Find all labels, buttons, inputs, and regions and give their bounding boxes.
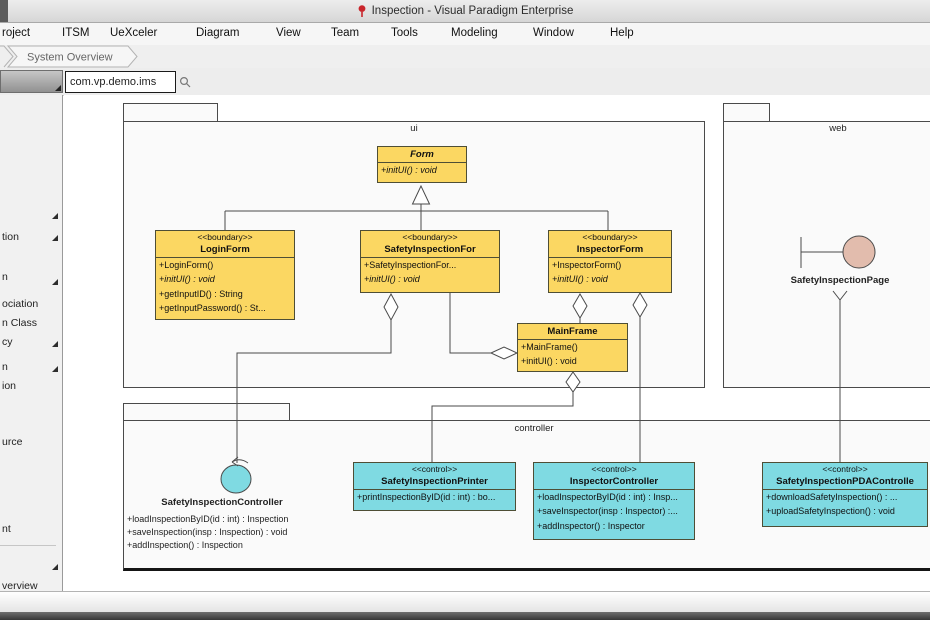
- class-stereotype: <<boundary>>: [582, 232, 638, 242]
- search-icon[interactable]: [179, 76, 192, 89]
- class-stereotype: <<control>>: [591, 464, 637, 474]
- class-stereotype: <<boundary>>: [197, 232, 253, 242]
- class-safetyinspectionform[interactable]: <<boundary>> SafetyInspectionFor +Safety…: [360, 230, 500, 293]
- tab-strip: com.vp.demo.ims: [0, 68, 930, 96]
- palette-item[interactable]: n: [2, 361, 8, 373]
- class-name: LoginForm: [200, 244, 250, 255]
- class-inspectorcontroller[interactable]: <<control>> InspectorController +loadIns…: [533, 462, 695, 540]
- palette-item[interactable]: cy: [2, 336, 13, 348]
- menu-item-window[interactable]: Window: [533, 27, 574, 39]
- class-name: InspectorController: [569, 476, 659, 487]
- class-loginform[interactable]: <<boundary>> LoginForm +LoginForm() +ini…: [155, 230, 295, 320]
- tool-palette: tion n ociation n Class cy n ion urce nt…: [0, 95, 63, 614]
- expand-triangle-icon: [52, 366, 58, 372]
- element-safetyinspectioncontroller-label[interactable]: SafetyInspectionController: [161, 497, 283, 508]
- class-member: +initUI() : void: [552, 274, 608, 285]
- menu-item-diagram[interactable]: Diagram: [196, 27, 240, 39]
- menu-item-help[interactable]: Help: [610, 27, 634, 39]
- expand-triangle-icon: [52, 235, 58, 241]
- class-member: +printInspectionByID(id : int) : bo...: [357, 492, 496, 502]
- class-member: +downloadSafetyInspection() : ...: [766, 492, 898, 502]
- element-operation: +loadInspectionByID(id : int) : Inspecti…: [127, 514, 289, 524]
- package-controller-label: controller: [514, 423, 554, 434]
- palette-item[interactable]: n Class: [2, 317, 38, 329]
- breadcrumb-bar: System Overview: [0, 45, 930, 68]
- class-member: +MainFrame(): [521, 342, 578, 352]
- class-member: +addInspector() : Inspector: [537, 520, 645, 531]
- class-name: Form: [410, 149, 434, 160]
- class-member: +uploadSafetyInspection() : void: [766, 506, 895, 517]
- palette-item[interactable]: tion: [2, 231, 19, 243]
- menu-bar: roject ITSM UeXceler Diagram View Team T…: [0, 23, 930, 45]
- palette-divider: [0, 545, 56, 546]
- class-name: SafetyInspectionFor: [384, 244, 476, 255]
- breadcrumb-item[interactable]: [6, 45, 138, 68]
- package-ui-tab[interactable]: [123, 103, 218, 122]
- class-member: +initUI() : void: [521, 356, 577, 367]
- class-member: +loadInspectorByID(id : int) : Insp...: [537, 492, 678, 502]
- menu-item-modeling[interactable]: Modeling: [451, 27, 498, 39]
- element-operation: +addInspection() : Inspection: [127, 540, 243, 550]
- element-operation: +saveInspection(insp : Inspection) : voi…: [127, 527, 288, 537]
- class-member: +initUI() : void: [159, 274, 215, 285]
- element-safetyinspectionpage-label[interactable]: SafetyInspectionPage: [790, 275, 890, 286]
- palette-item[interactable]: urce: [2, 436, 23, 448]
- class-member: +getInputID() : String: [159, 288, 243, 299]
- package-web-tab[interactable]: [723, 103, 770, 122]
- package-controller-tab[interactable]: [123, 403, 290, 421]
- menu-item-view[interactable]: View: [276, 27, 301, 39]
- class-member: +InspectorForm(): [552, 260, 622, 270]
- corner-fold-icon: [55, 85, 61, 91]
- package-web-label: web: [829, 123, 847, 134]
- class-member: +initUI() : void: [381, 165, 437, 175]
- window-title: Inspection - Visual Paradigm Enterprise: [371, 5, 574, 17]
- palette-item[interactable]: ociation: [2, 298, 39, 310]
- class-member: +initUI() : void: [364, 274, 420, 285]
- breadcrumb-label: System Overview: [27, 52, 113, 64]
- palette-item[interactable]: verview: [2, 580, 38, 592]
- title-bar: Inspection - Visual Paradigm Enterprise: [0, 0, 930, 23]
- class-stereotype: <<control>>: [411, 464, 458, 474]
- pin-icon: [358, 4, 366, 17]
- expand-triangle-icon: [52, 279, 58, 285]
- menu-item-team[interactable]: Team: [331, 27, 360, 39]
- document-tab[interactable]: com.vp.demo.ims: [65, 71, 176, 93]
- class-safetyinspectionpdacontroller[interactable]: <<control>> SafetyInspectionPDAControlle…: [762, 462, 928, 527]
- package-ui-label: ui: [410, 123, 418, 134]
- status-bar: [0, 591, 930, 613]
- expand-triangle-icon: [52, 341, 58, 347]
- breadcrumb-chevron: [0, 45, 14, 68]
- class-member: +LoginForm(): [159, 260, 214, 270]
- palette-item[interactable]: nt: [2, 523, 11, 535]
- class-stereotype: <<boundary>>: [402, 232, 458, 242]
- palette-item[interactable]: ion: [2, 380, 17, 392]
- class-mainframe[interactable]: MainFrame +MainFrame() +initUI() : void: [517, 323, 628, 372]
- class-form[interactable]: Form +initUI() : void: [377, 146, 467, 183]
- panel-corner-button[interactable]: [0, 70, 63, 93]
- menu-item-project[interactable]: roject: [2, 27, 31, 39]
- class-stereotype: <<control>>: [822, 464, 868, 474]
- window-edge: [0, 0, 8, 22]
- class-safetyinspectionprinter[interactable]: <<control>> SafetyInspectionPrinter +pri…: [353, 462, 516, 511]
- class-inspectorform[interactable]: <<boundary>> InspectorForm +InspectorFor…: [548, 230, 672, 293]
- bottom-band: [0, 612, 930, 620]
- class-member: +SafetyInspectionFor...: [364, 260, 457, 270]
- expand-triangle-icon: [52, 564, 58, 570]
- menu-item-tools[interactable]: Tools: [391, 27, 418, 39]
- class-member: +getInputPassword() : St...: [159, 303, 266, 314]
- document-tab-label: com.vp.demo.ims: [70, 76, 157, 88]
- menu-item-uexceler[interactable]: UeXceler: [110, 27, 158, 39]
- expand-triangle-icon: [52, 213, 58, 219]
- class-name: SafetyInspectionPDAControlle: [776, 476, 914, 487]
- class-member: +saveInspector(insp : Inspector) :...: [537, 506, 678, 517]
- menu-item-itsm[interactable]: ITSM: [62, 27, 90, 39]
- class-name: MainFrame: [547, 326, 598, 337]
- palette-item[interactable]: n: [2, 271, 8, 283]
- class-name: SafetyInspectionPrinter: [381, 476, 488, 487]
- class-name: InspectorForm: [576, 244, 644, 255]
- package-web[interactable]: [723, 121, 930, 388]
